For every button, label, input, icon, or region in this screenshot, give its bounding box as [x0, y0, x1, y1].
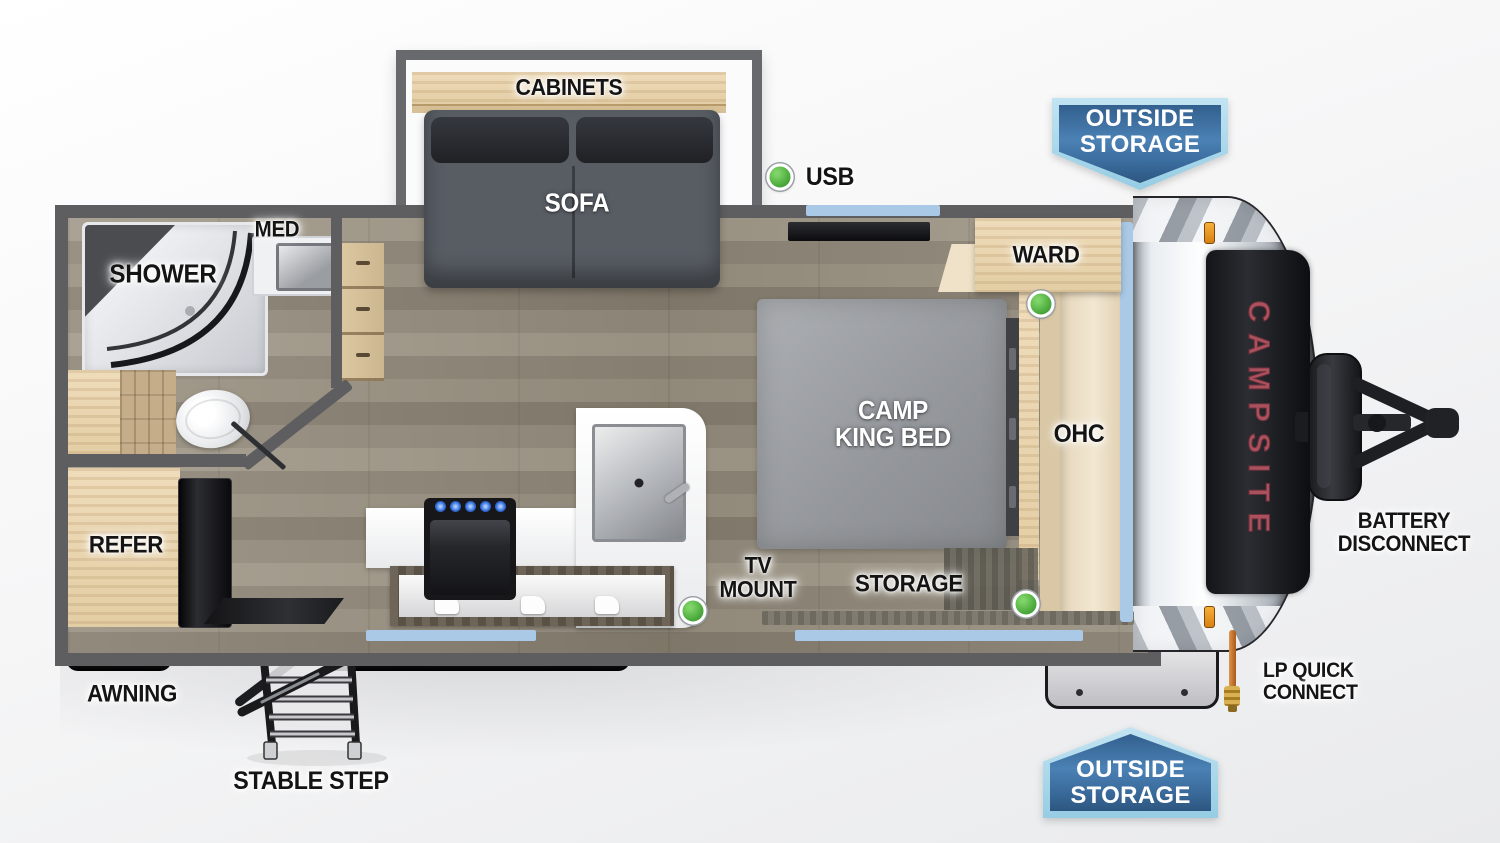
battery-disconnect-label: BATTERY DISCONNECT: [1337, 508, 1471, 556]
coupler: [1425, 408, 1459, 438]
badge-text-line: OUTSIDE: [1076, 755, 1185, 783]
bathroom-vanity-cabinet: [120, 370, 176, 458]
lp-quick-connect-label: LP QUICK CONNECT: [1263, 659, 1358, 704]
marker-light-icon: [1204, 606, 1215, 628]
wall-segment: [331, 218, 342, 388]
window: [795, 630, 1083, 641]
stable-step-label: STABLE STEP: [233, 767, 389, 795]
usb-label: USB: [805, 163, 855, 191]
usb-port-icon: [1012, 590, 1040, 618]
sofa-cushion-seam: [572, 166, 575, 278]
lp-hose: [1229, 630, 1236, 688]
mug-icon: [521, 596, 545, 614]
storage-label: STORAGE: [854, 570, 964, 598]
hall-drawer-cabinet: [342, 243, 384, 381]
badge-text-line: OUTSIDE: [1085, 105, 1195, 133]
lp-fitting-tip: [1228, 705, 1237, 712]
marker-light-icon: [1204, 222, 1215, 244]
stove-cooktop: [424, 498, 516, 600]
sofa-label: SOFA: [544, 187, 610, 218]
refrigerator-cabinet: [68, 468, 180, 627]
brand-panel: CAMPSITE: [1206, 250, 1310, 594]
outside-storage-badge-bottom: OUTSIDE STORAGE: [1043, 727, 1218, 818]
badge-body: OUTSIDE STORAGE: [1050, 734, 1211, 811]
camp-king-bed: [757, 299, 1007, 549]
ward-label: WARD: [1012, 241, 1080, 269]
tongue-jack: [1295, 412, 1311, 442]
tongue-hitch: [1295, 353, 1459, 501]
tv-mount-label: TV MOUNT: [719, 552, 797, 602]
overhead-cabinets: [412, 72, 726, 106]
sofa: [424, 110, 720, 288]
ohc-label: OHC: [1053, 420, 1105, 448]
under-bed-drawers: [1006, 318, 1019, 536]
window: [366, 630, 536, 641]
bathroom-sink: [276, 243, 334, 291]
wall-segment: [68, 454, 246, 467]
bed-side-rail: [1019, 292, 1039, 580]
cabinets-label: CABINETS: [515, 74, 623, 101]
wall-tv: [788, 222, 930, 241]
refer-label: REFER: [88, 531, 164, 559]
entry-door-mat: [204, 598, 344, 624]
cabinet-shelf-edge: [412, 106, 726, 113]
shower-glass-door: [106, 230, 254, 368]
brand-text: CAMPSITE: [1242, 300, 1276, 544]
badge-text-line: STORAGE: [1070, 781, 1191, 809]
usb-port-icon: [679, 597, 707, 625]
bed-base-trim: [762, 611, 1134, 625]
bathroom-vanity-counter: [68, 370, 120, 456]
overhead-cabinet-ohc: [1060, 290, 1122, 622]
bed-label: CAMP KING BED: [835, 394, 951, 452]
cap-decal-stripes: [1133, 606, 1317, 650]
mug-icon: [595, 596, 619, 614]
badge-body: OUTSIDE STORAGE: [1059, 105, 1221, 183]
mug-icon: [435, 596, 459, 614]
usb-port-icon: [1027, 290, 1055, 318]
lp-quick-connect-fitting: [1224, 686, 1240, 706]
cap-decal-stripes: [1133, 198, 1317, 242]
burner-icons: [424, 501, 516, 512]
wardrobe: [975, 218, 1121, 292]
awning-label: AWNING: [86, 680, 178, 708]
outside-storage-badge-top: OUTSIDE STORAGE: [1052, 98, 1228, 190]
oven: [430, 520, 510, 595]
window: [806, 205, 940, 216]
kitchen-sink: [592, 424, 691, 542]
usb-legend-icon: [766, 163, 794, 191]
overhead-cabinet-rail: [1040, 290, 1060, 622]
sofa-back-cushions: [431, 117, 713, 163]
badge-text-line: STORAGE: [1079, 131, 1201, 158]
shower-label: SHOWER: [109, 258, 217, 289]
shower-stall: [82, 222, 268, 376]
med-label: MED: [254, 216, 300, 242]
front-window: [1120, 222, 1133, 622]
